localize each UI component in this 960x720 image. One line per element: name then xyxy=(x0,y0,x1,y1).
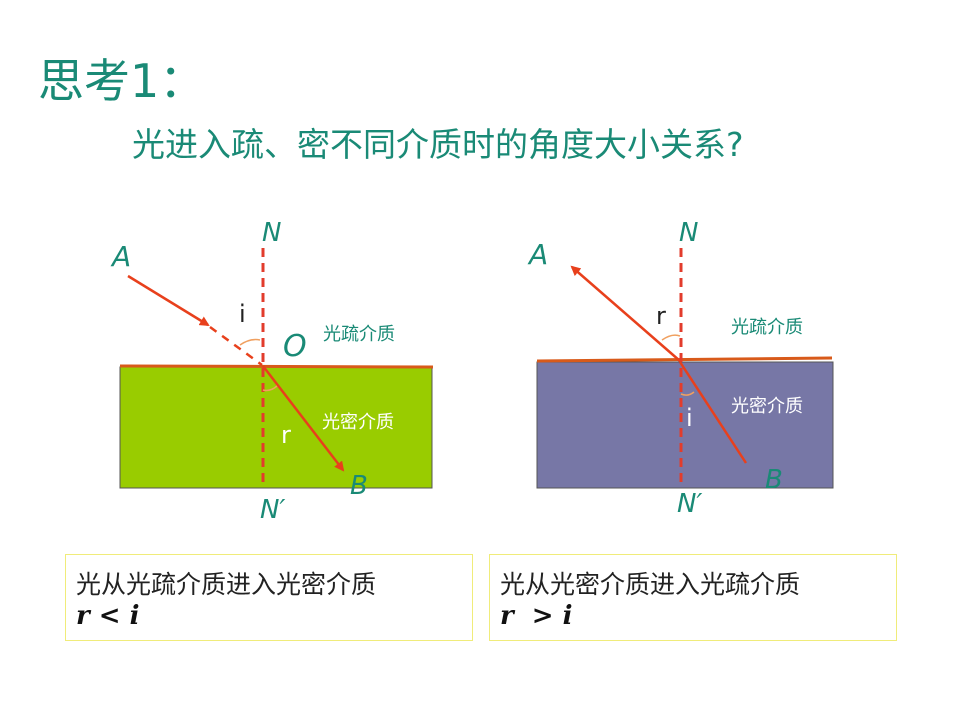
right-refracted-ray xyxy=(570,265,681,362)
right-conclusion-box: 光从光密介质进入光疏介质 r > i xyxy=(489,554,897,641)
right-lower-medium-label: 光密介质 xyxy=(731,396,803,417)
left-conclusion-text: 光从光疏介质进入光密介质 xyxy=(76,570,377,599)
right-dense-medium xyxy=(536,361,834,489)
right-angle-r-arc xyxy=(661,334,681,341)
right-conclusion-relation: r > i xyxy=(500,601,573,631)
left-label-i: i xyxy=(239,300,246,328)
left-label-O: O xyxy=(283,329,307,364)
right-incident-ray xyxy=(678,361,748,464)
left-label-N-prime: N′ xyxy=(260,495,285,525)
left-label-B: B xyxy=(350,471,368,501)
left-label-A: A xyxy=(110,240,131,273)
left-interface-line xyxy=(119,364,434,369)
left-label-r: r xyxy=(281,421,291,449)
page-subtitle: 光进入疏、密不同介质时的角度大小关系? xyxy=(132,125,744,164)
left-incident-ray xyxy=(127,274,210,327)
right-angle-i-arc xyxy=(680,391,695,396)
right-label-N: N xyxy=(679,218,698,248)
left-angle-i-arc xyxy=(239,338,261,346)
left-conclusion-relation: r < i xyxy=(76,601,140,631)
left-diagram: A N N′ B O i r 光疏介质 光密介质 xyxy=(110,218,434,525)
right-label-B: B xyxy=(765,465,783,495)
left-refracted-ray xyxy=(262,365,345,472)
right-diagram: A N N′ B r i 光疏介质 光密介质 xyxy=(527,218,834,519)
left-conclusion-box: 光从光疏介质进入光密介质 r < i xyxy=(65,554,473,641)
right-label-r: r xyxy=(656,302,666,330)
right-interface-line xyxy=(536,356,833,363)
page-title: 思考1： xyxy=(38,54,206,108)
right-label-A: A xyxy=(527,238,548,271)
left-lower-medium-label: 光密介质 xyxy=(322,412,394,433)
left-upper-medium-label: 光疏介质 xyxy=(323,324,395,345)
right-label-N-prime: N′ xyxy=(677,489,702,519)
left-label-N: N xyxy=(262,218,281,248)
left-incident-ray-dashed xyxy=(209,325,263,367)
right-conclusion-text: 光从光密介质进入光疏介质 xyxy=(500,570,801,599)
right-upper-medium-label: 光疏介质 xyxy=(731,317,803,338)
left-angle-r-arc xyxy=(262,385,278,392)
right-label-i: i xyxy=(686,404,693,432)
